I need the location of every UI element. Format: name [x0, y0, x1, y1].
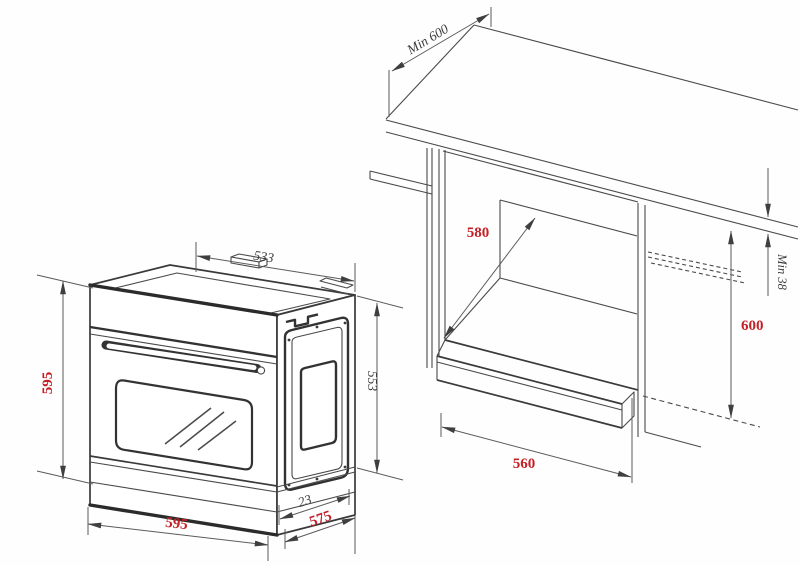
oven-door-window	[114, 379, 254, 471]
dim-label-oven-width: 595	[164, 515, 188, 533]
oven-side-face	[276, 294, 356, 536]
dim-worktop-thickness: Min 38	[765, 168, 789, 296]
dim-niche-height: 600	[728, 230, 764, 419]
oven-side-bottom-line-2	[276, 471, 356, 493]
oven-handle-mount	[256, 366, 266, 375]
dim-oven-width: 595	[87, 507, 269, 561]
niche-floor-back-edge	[499, 277, 638, 315]
worktop-front-top-edge	[385, 119, 799, 228]
niche-floor-left-edge	[444, 277, 501, 341]
dim-label-niche-width: 560	[513, 456, 536, 472]
dim-oven-door-depth: 23	[278, 489, 351, 525]
oven-door-top-edge	[89, 333, 278, 365]
oven-handle	[101, 340, 266, 375]
dim-niche-depth: 580	[443, 217, 536, 339]
right-floor-edge	[644, 431, 702, 448]
dim-oven-height: 595	[36, 274, 94, 485]
niche-top-edge	[442, 150, 639, 203]
cabinet-drawing	[369, 24, 799, 448]
window-shine-lines	[164, 407, 237, 451]
dim-oven-top-width: 533	[195, 242, 356, 292]
worktop-front-bottom-edge	[385, 131, 799, 240]
dim-oven-depth: 575	[284, 508, 356, 554]
oven-base-band-line	[89, 481, 278, 513]
oven-door-bottom-inner-line	[89, 461, 278, 493]
dim-label-niche-height: 600	[741, 318, 764, 334]
oven-drawing	[88, 253, 356, 537]
worktop-back-edge	[473, 24, 799, 111]
oven-control-panel-top-edge	[88, 283, 279, 317]
dim-oven-side-height: 553	[356, 295, 404, 481]
niche-floor-front-edge	[444, 339, 639, 391]
dim-label-oven-side-height: 553	[365, 371, 380, 392]
dim-label-worktop-depth: Min 600	[404, 21, 452, 58]
dim-label-oven-top-width: 533	[253, 248, 276, 266]
dim-label-oven-height: 595	[40, 372, 56, 395]
bottom-reference-line	[642, 395, 761, 428]
niche-back-top-edge	[499, 199, 638, 237]
oven-door-bottom-edge	[89, 455, 278, 487]
oven-control-panel-bottom-edge	[89, 325, 278, 359]
dim-label-oven-depth: 575	[307, 508, 333, 530]
dim-niche-width: 560	[440, 398, 633, 483]
left-rail	[369, 170, 433, 195]
oven-side-emboss	[283, 313, 350, 491]
right-shelf-rail	[647, 251, 746, 284]
plinth-box	[436, 339, 635, 429]
oven-side-bottom-line	[276, 466, 356, 488]
dim-label-oven-door-depth: 23	[296, 491, 314, 510]
dim-label-worktop-thickness: Min 38	[775, 253, 789, 291]
dim-label-niche-depth: 580	[467, 225, 490, 241]
